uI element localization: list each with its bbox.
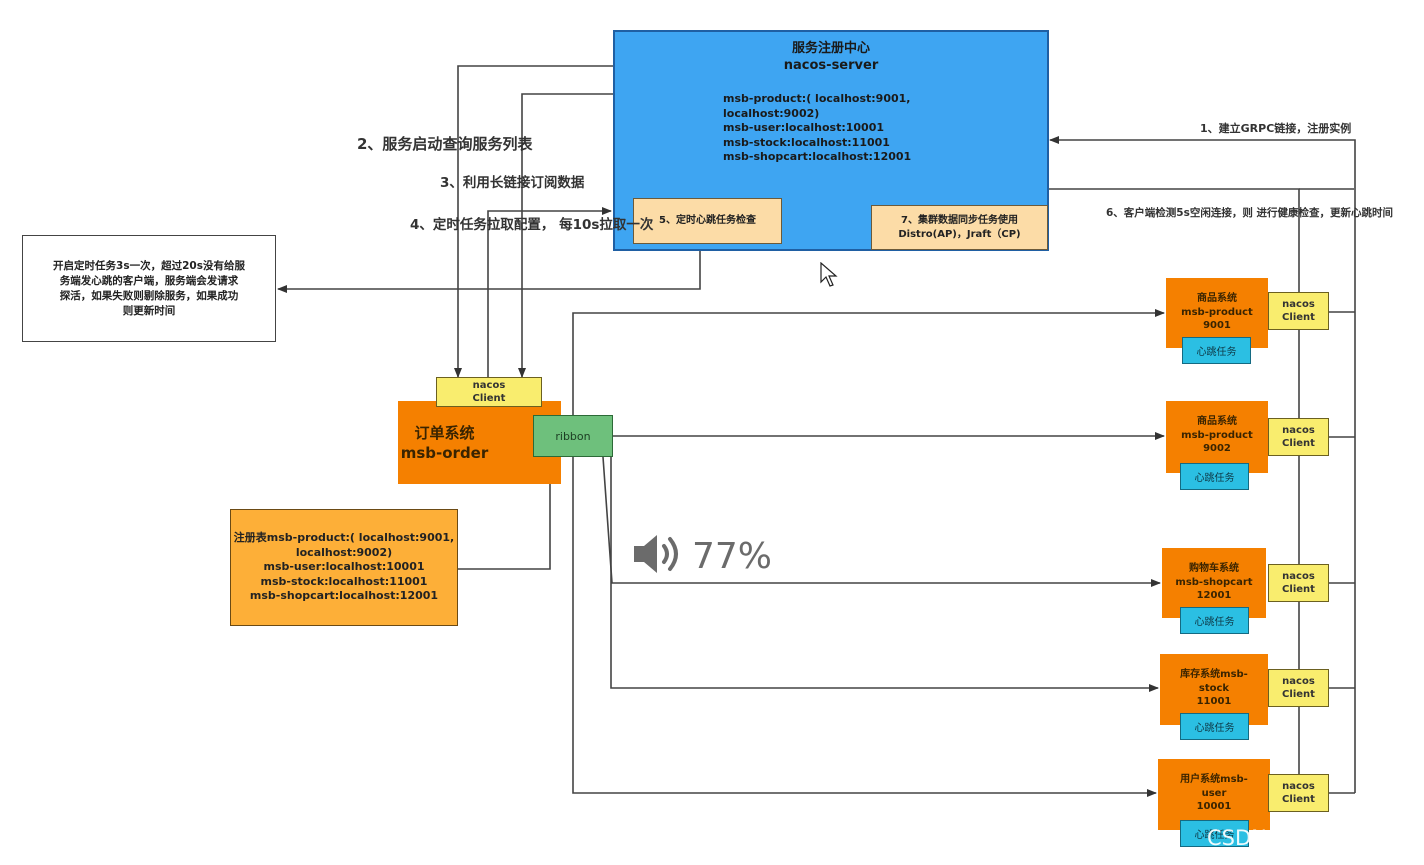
product-9001-nacos-client: nacos Client xyxy=(1268,292,1329,330)
step3-label: 3、利用长链接订阅数据 xyxy=(440,175,585,191)
step4-label: 4、定时任务拉取配置， 每10s拉取一次 xyxy=(410,217,654,233)
service-user-10001: 用户系统msb- user 10001 xyxy=(1158,759,1270,830)
heartbeat-task-9001: 心跳任务 xyxy=(1182,337,1251,364)
local-registry-table: 注册表msb-product:( localhost:9001, localho… xyxy=(230,509,458,626)
service-shopcart-12001: 购物车系统 msb-shopcart 12001 xyxy=(1162,548,1266,618)
step1-label: 1、建立GRPC链接，注册实例 xyxy=(1200,122,1352,135)
product-9002-nacos-client: nacos Client xyxy=(1268,418,1329,456)
stock-nacos-client: nacos Client xyxy=(1268,669,1329,707)
shopcart-nacos-client: nacos Client xyxy=(1268,564,1329,602)
heartbeat-rule-note: 开启定时任务3s一次，超过20s没有给服 务端发心跳的客户端，服务端会发请求 探… xyxy=(22,235,276,342)
step2-label: 2、服务启动查询服务列表 xyxy=(357,135,533,153)
heartbeat-task-12001: 心跳任务 xyxy=(1180,607,1249,634)
speaker-icon xyxy=(630,531,684,581)
ribbon-box: ribbon xyxy=(533,415,613,457)
order-nacos-client: nacos Client xyxy=(436,377,542,407)
server-registry: msb-product:( localhost:9001, localhost:… xyxy=(723,92,912,163)
user-nacos-client: nacos Client xyxy=(1268,774,1329,812)
heartbeat-task-10001: 心跳任务 xyxy=(1180,820,1249,847)
mouse-cursor-icon xyxy=(820,261,840,292)
heartbeat-task-11001: 心跳任务 xyxy=(1180,713,1249,740)
cluster-sync-task: 7、集群数据同步任务使用 Distro(AP)，Jraft（CP) xyxy=(871,205,1048,250)
watermark: CSDN @bare_rain xyxy=(1207,826,1393,850)
volume-level: 77% xyxy=(692,535,773,577)
heartbeat-task-9002: 心跳任务 xyxy=(1180,463,1249,490)
service-product-9001: 商品系统 msb-product 9001 xyxy=(1166,278,1268,348)
volume-overlay: 77% xyxy=(630,531,772,581)
step6-label: 6、客户端检测5s空闲连接，则 进行健康检查，更新心跳时间 xyxy=(1106,207,1394,219)
server-title: 服务注册中心 nacos-server xyxy=(783,41,879,73)
heartbeat-check-task: 5、定时心跳任务检查 xyxy=(633,198,782,244)
service-product-9002: 商品系统 msb-product 9002 xyxy=(1166,401,1268,473)
